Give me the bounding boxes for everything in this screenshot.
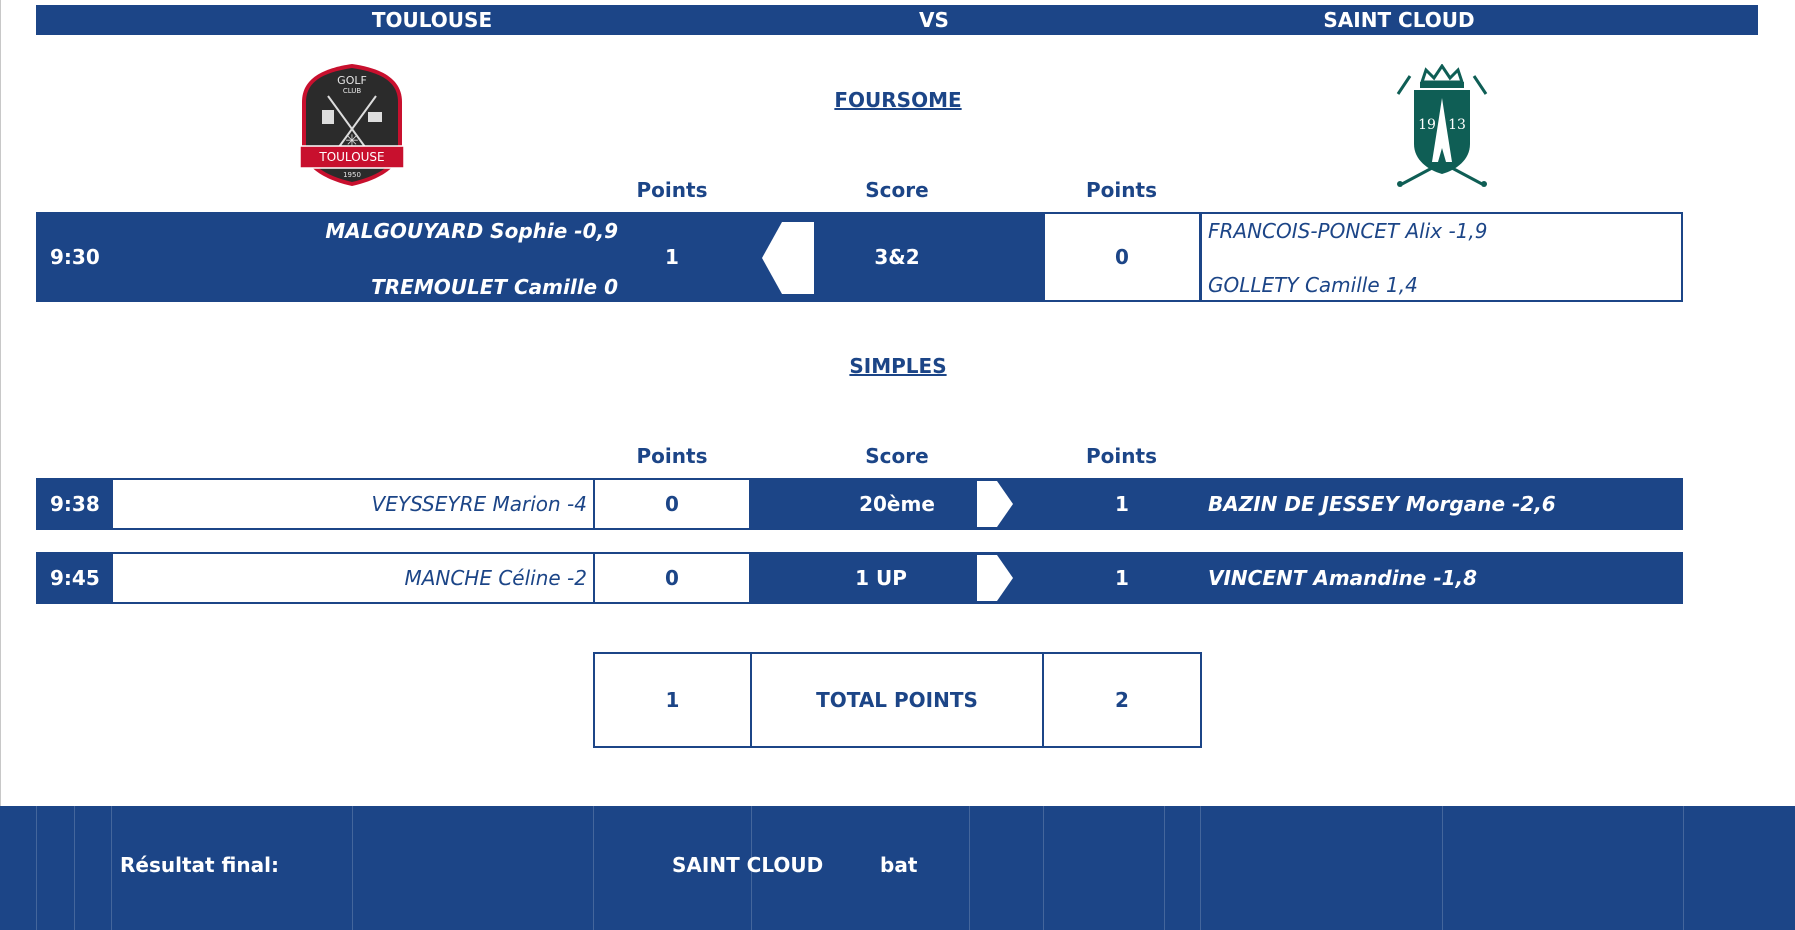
away-points: 0 — [1043, 212, 1201, 302]
match-time: 9:30 — [50, 245, 100, 269]
simples-score-header: Score — [865, 444, 929, 468]
home-points: 0 — [593, 478, 751, 530]
away-total-points: 2 — [1042, 652, 1202, 748]
away-player: VINCENT Amandine -1,8 — [1208, 566, 1478, 590]
logo-text-year: 1950 — [343, 171, 361, 179]
winning-team: SAINT CLOUD — [672, 853, 824, 877]
sheet-left-edge — [0, 0, 1, 930]
away-points: 1 — [1115, 492, 1129, 516]
foursome-title[interactable]: FOURSOME — [834, 88, 962, 112]
home-points: 0 — [593, 552, 751, 604]
saint-cloud-golf-logo: 19 13 — [1392, 63, 1492, 188]
foursome-match-row: 9:30 MALGOUYARD Sophie -0,9 TREMOULET Ca… — [36, 212, 1683, 302]
foursome-away-points-header: Points — [1086, 178, 1157, 202]
match-time: 9:38 — [50, 492, 100, 516]
home-team-name: TOULOUSE — [371, 8, 493, 32]
match-time: 9:45 — [50, 566, 100, 590]
away-player: BAZIN DE JESSEY Morgane -2,6 — [1208, 492, 1556, 516]
home-player: VEYSSEYRE Marion -4 — [111, 478, 595, 530]
away-team-name: SAINT CLOUD — [1323, 8, 1475, 32]
winner-arrow-left-icon — [762, 222, 814, 294]
vs-label: VS — [919, 8, 949, 32]
away-player-2: GOLLETY Camille 1,4 — [1208, 273, 1418, 297]
home-points: 1 — [665, 245, 679, 269]
final-result-footer: Résultat final: SAINT CLOUD bat — [0, 806, 1795, 930]
logo-text-toulouse: TOULOUSE — [319, 150, 385, 164]
home-player: MANCHE Céline -2 — [111, 552, 595, 604]
simples-title[interactable]: SIMPLES — [849, 354, 947, 378]
foursome-home-points-header: Points — [636, 178, 708, 202]
total-points-label: TOTAL POINTS — [750, 652, 1044, 748]
match-score: 3&2 — [874, 245, 920, 269]
home-player-1: MALGOUYARD Sophie -0,9 — [325, 219, 618, 243]
logo-text-club: CLUB — [342, 87, 362, 95]
final-result-label: Résultat final: — [120, 853, 279, 877]
winner-arrow-right-icon — [977, 555, 1013, 601]
logo-year-left: 19 — [1418, 117, 1436, 133]
home-player-2: TREMOULET Camille 0 — [371, 275, 618, 299]
simples-away-points-header: Points — [1086, 444, 1157, 468]
simples-match-row: 9:38 VEYSSEYRE Marion -4 0 20ème 1 BAZIN… — [36, 478, 1683, 530]
away-players-cell — [1200, 212, 1683, 302]
away-points: 1 — [1115, 566, 1129, 590]
simples-home-points-header: Points — [636, 444, 708, 468]
home-total-points: 1 — [593, 652, 752, 748]
match-score: 20ème — [859, 492, 935, 516]
toulouse-golf-club-logo: ✳ GOLF CLUB TOULOUSE 1950 — [298, 62, 406, 188]
away-player-1: FRANCOIS-PONCET Alix -1,9 — [1208, 219, 1488, 243]
foursome-home-block — [36, 212, 1043, 302]
simples-match-row: 9:45 MANCHE Céline -2 0 1 UP 1 VINCENT A… — [36, 552, 1683, 604]
match-header-bar: TOULOUSE VS SAINT CLOUD — [36, 5, 1758, 35]
totals-box: 1 TOTAL POINTS 2 — [593, 652, 1202, 748]
result-verb: bat — [880, 853, 918, 877]
logo-text-golf: GOLF — [337, 73, 367, 87]
foursome-score-header: Score — [865, 178, 929, 202]
logo-year-right: 13 — [1448, 117, 1466, 133]
match-score: 1 UP — [855, 566, 907, 590]
winner-arrow-right-icon — [977, 481, 1013, 527]
